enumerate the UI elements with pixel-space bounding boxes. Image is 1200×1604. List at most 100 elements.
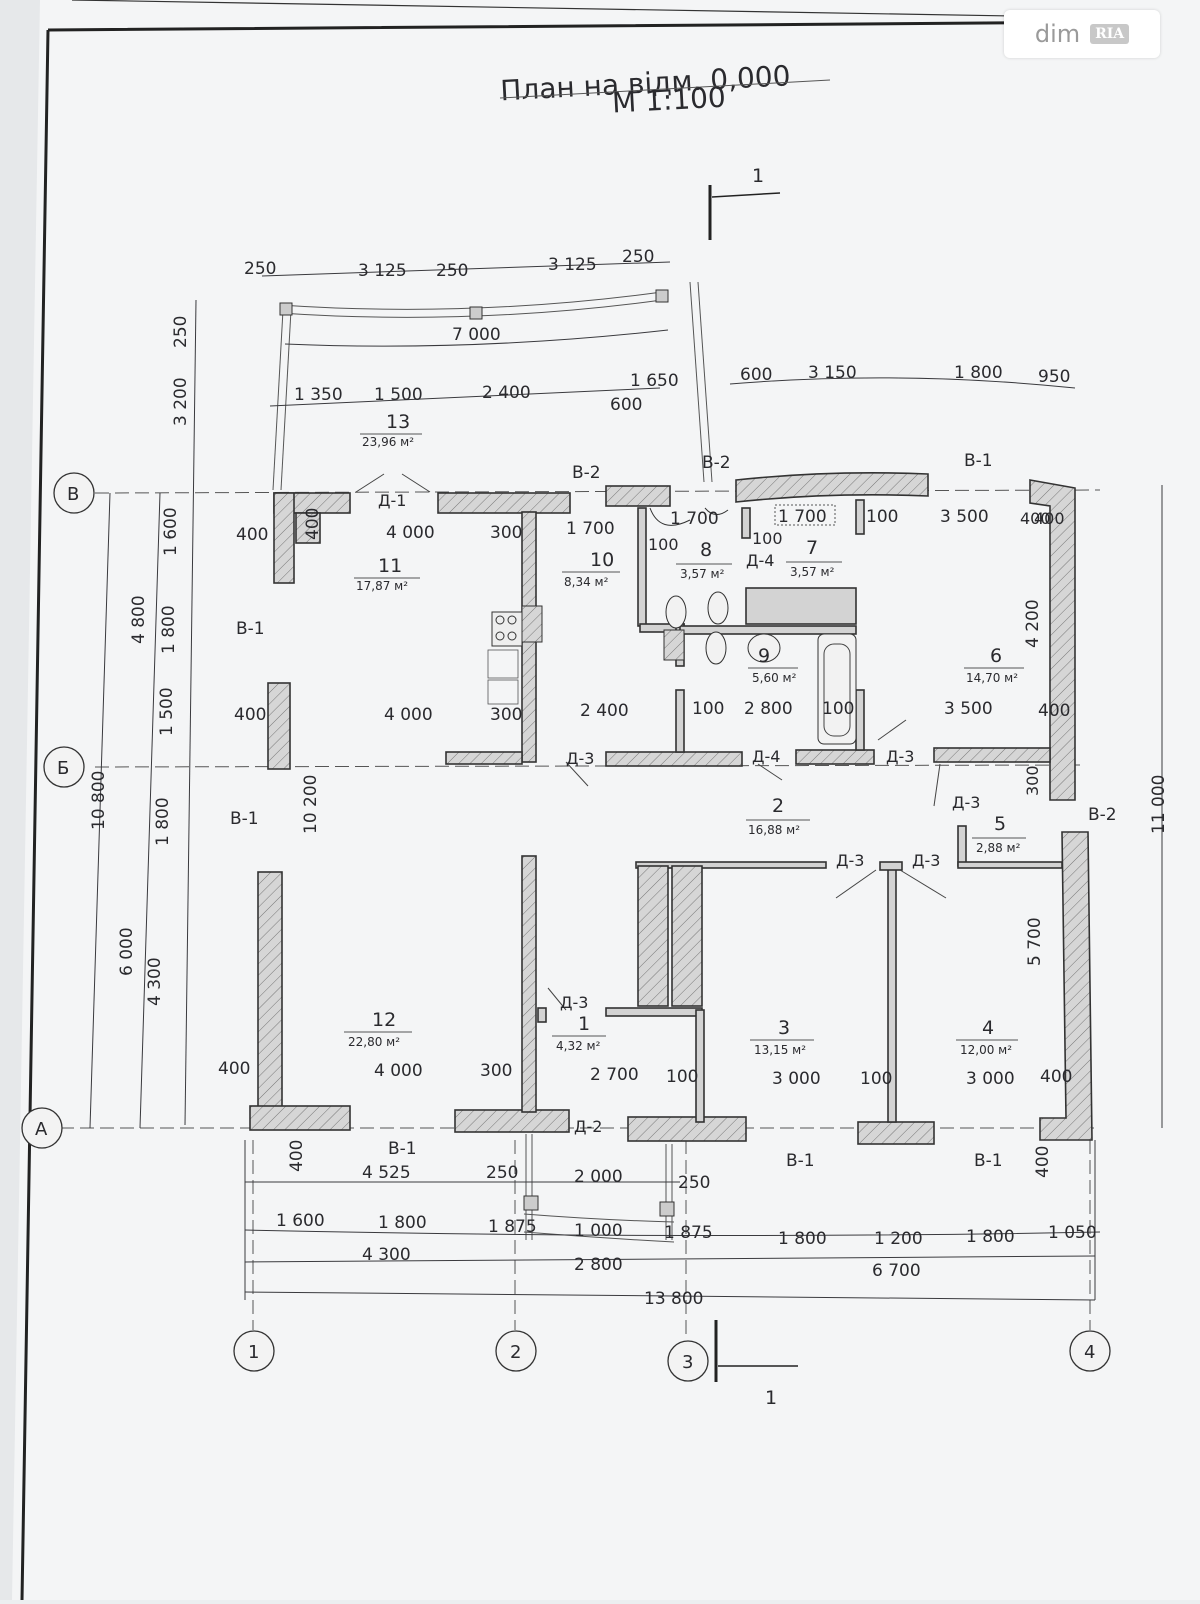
room-10: 108,34 м²	[562, 549, 620, 589]
svg-text:400: 400	[303, 508, 323, 540]
svg-text:1: 1	[765, 1387, 777, 1409]
svg-text:23,96 м²: 23,96 м²	[362, 435, 414, 449]
svg-text:7 000: 7 000	[452, 325, 501, 345]
svg-text:4 300: 4 300	[145, 957, 165, 1006]
svg-text:3 125: 3 125	[358, 261, 407, 281]
svg-text:400: 400	[234, 705, 266, 725]
svg-text:4: 4	[1084, 1342, 1095, 1363]
svg-text:600: 600	[610, 395, 642, 415]
svg-text:В-1: В-1	[388, 1139, 417, 1159]
svg-text:400: 400	[1040, 1067, 1072, 1087]
svg-text:4 300: 4 300	[362, 1245, 411, 1265]
svg-text:5: 5	[994, 813, 1006, 835]
svg-text:Д-3: Д-3	[566, 749, 594, 768]
svg-text:4 200: 4 200	[1023, 599, 1043, 648]
svg-text:В-2: В-2	[572, 463, 601, 483]
svg-text:12,00 м²: 12,00 м²	[960, 1043, 1012, 1057]
svg-text:1 350: 1 350	[294, 385, 343, 405]
svg-text:7: 7	[806, 537, 818, 559]
svg-text:4,32 м²: 4,32 м²	[556, 1039, 601, 1053]
svg-text:1 600: 1 600	[276, 1211, 325, 1231]
svg-text:8,34 м²: 8,34 м²	[564, 575, 609, 589]
svg-text:13: 13	[386, 411, 410, 433]
svg-text:100: 100	[822, 699, 854, 719]
room-4: 412,00 м²	[956, 1017, 1018, 1057]
svg-text:2 000: 2 000	[574, 1167, 623, 1187]
svg-text:2 800: 2 800	[574, 1255, 623, 1275]
svg-text:1 000: 1 000	[574, 1221, 623, 1241]
svg-text:10 800: 10 800	[89, 771, 109, 830]
svg-text:400: 400	[1033, 1146, 1053, 1178]
exterior-walls	[249, 472, 1093, 1145]
svg-text:В-2: В-2	[702, 453, 731, 473]
svg-text:1 500: 1 500	[374, 385, 423, 405]
svg-text:1 700: 1 700	[670, 509, 719, 529]
svg-text:Д-3: Д-3	[886, 747, 914, 766]
svg-text:100: 100	[752, 529, 783, 548]
svg-text:1 700: 1 700	[778, 507, 827, 527]
svg-text:3 500: 3 500	[944, 699, 993, 719]
dimension-lines	[89, 261, 1163, 1301]
svg-text:100: 100	[692, 699, 724, 719]
door-swings	[355, 473, 947, 1011]
svg-text:250: 250	[678, 1173, 710, 1193]
room-2: 2 16,88 м²	[746, 795, 810, 837]
svg-text:Д-3: Д-3	[560, 993, 588, 1012]
svg-text:14,70 м²: 14,70 м²	[966, 671, 1018, 685]
svg-text:2: 2	[772, 795, 784, 817]
svg-text:3 000: 3 000	[966, 1069, 1015, 1089]
svg-text:12: 12	[372, 1009, 396, 1031]
svg-text:2 700: 2 700	[590, 1065, 639, 1085]
svg-text:1 800: 1 800	[153, 797, 173, 846]
svg-text:5 700: 5 700	[1025, 917, 1045, 966]
svg-text:3,57 м²: 3,57 м²	[790, 565, 835, 579]
svg-text:1 875: 1 875	[664, 1223, 713, 1243]
svg-text:300: 300	[1023, 765, 1042, 796]
svg-text:400: 400	[1034, 509, 1065, 528]
svg-text:16,88 м²: 16,88 м²	[748, 823, 800, 837]
svg-text:11 000: 11 000	[1149, 775, 1169, 834]
axis-marker-a: А	[21, 1107, 63, 1149]
svg-text:100: 100	[648, 535, 679, 554]
svg-text:В-1: В-1	[964, 451, 993, 471]
svg-text:100: 100	[666, 1067, 698, 1087]
svg-text:1: 1	[752, 165, 764, 187]
svg-text:В: В	[67, 484, 79, 505]
svg-text:250: 250	[171, 316, 191, 348]
watermark-logo: dim RIA	[1004, 10, 1160, 58]
svg-text:1 050: 1 050	[1048, 1223, 1097, 1243]
interior-walls	[445, 499, 1063, 1123]
axis-marker-2: 2	[495, 1330, 537, 1372]
svg-text:2 400: 2 400	[482, 383, 531, 403]
svg-text:400: 400	[1020, 509, 1051, 528]
axis-marker-4: 4	[1069, 1330, 1111, 1372]
room-5: 52,88 м²	[972, 813, 1026, 855]
svg-text:6 000: 6 000	[117, 927, 137, 976]
svg-text:1: 1	[578, 1013, 590, 1035]
axis-marker-1: 1	[233, 1330, 275, 1372]
svg-text:Д-3: Д-3	[912, 851, 940, 870]
svg-text:В-1: В-1	[230, 809, 259, 829]
svg-text:250: 250	[622, 247, 654, 267]
sheet-frame	[20, 20, 1126, 1601]
svg-text:5,60 м²: 5,60 м²	[752, 671, 797, 685]
axis-marker-b: Б	[43, 746, 85, 788]
svg-text:1 800: 1 800	[954, 363, 1003, 383]
svg-text:6: 6	[990, 645, 1002, 667]
svg-text:В-1: В-1	[974, 1151, 1003, 1171]
svg-text:2 800: 2 800	[744, 699, 793, 719]
svg-text:Д-3: Д-3	[836, 851, 864, 870]
svg-text:3 125: 3 125	[548, 255, 597, 275]
room-3: 313,15 м²	[750, 1017, 814, 1057]
svg-text:В-1: В-1	[236, 619, 265, 639]
room-13: 13 23,96 м²	[360, 411, 422, 449]
svg-text:13 800: 13 800	[644, 1289, 703, 1309]
svg-text:1 800: 1 800	[378, 1213, 427, 1233]
svg-text:10 200: 10 200	[301, 775, 321, 834]
svg-text:Б: Б	[57, 758, 69, 779]
svg-text:3: 3	[778, 1017, 790, 1039]
